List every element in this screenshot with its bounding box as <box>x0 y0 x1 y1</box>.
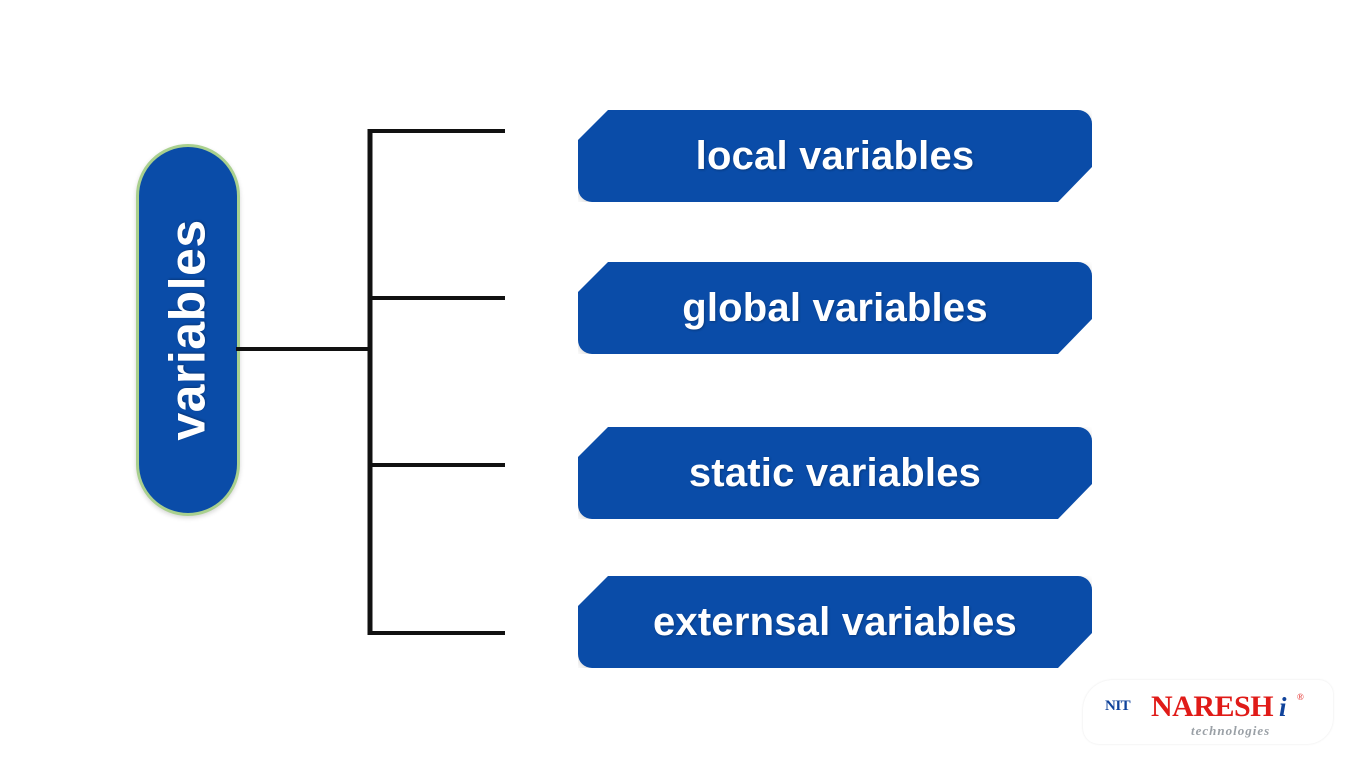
branch-node-label: local variables <box>695 133 975 178</box>
logo-brand-name: NARESH <box>1151 690 1274 723</box>
logo-brand-suffix: i <box>1279 692 1287 722</box>
branch-node-static-variables[interactable]: static variables <box>578 427 1092 519</box>
logo-brush-stroke-background <box>1083 680 1333 744</box>
registered-trademark-icon: ® <box>1297 692 1304 702</box>
logo-tagline: technologies <box>1191 723 1271 738</box>
nit-mark-icon: NIT <box>1105 698 1131 714</box>
branch-node-label: static variables <box>688 450 982 495</box>
root-node-label: variables <box>160 219 217 441</box>
branch-node-external-variables[interactable]: externsal variables <box>578 576 1092 668</box>
root-node-variables[interactable]: variables <box>136 144 240 516</box>
branch-node-global-variables[interactable]: global variables <box>578 262 1092 354</box>
branch-node-label: global variables <box>682 285 988 330</box>
logo-content: NIT NARESH i ® technologies <box>1083 676 1333 750</box>
branch-node-local-variables[interactable]: local variables <box>578 110 1092 202</box>
naresh-technologies-logo: NIT NARESH i ® technologies <box>1083 676 1333 750</box>
branch-node-label: externsal variables <box>652 599 1018 644</box>
